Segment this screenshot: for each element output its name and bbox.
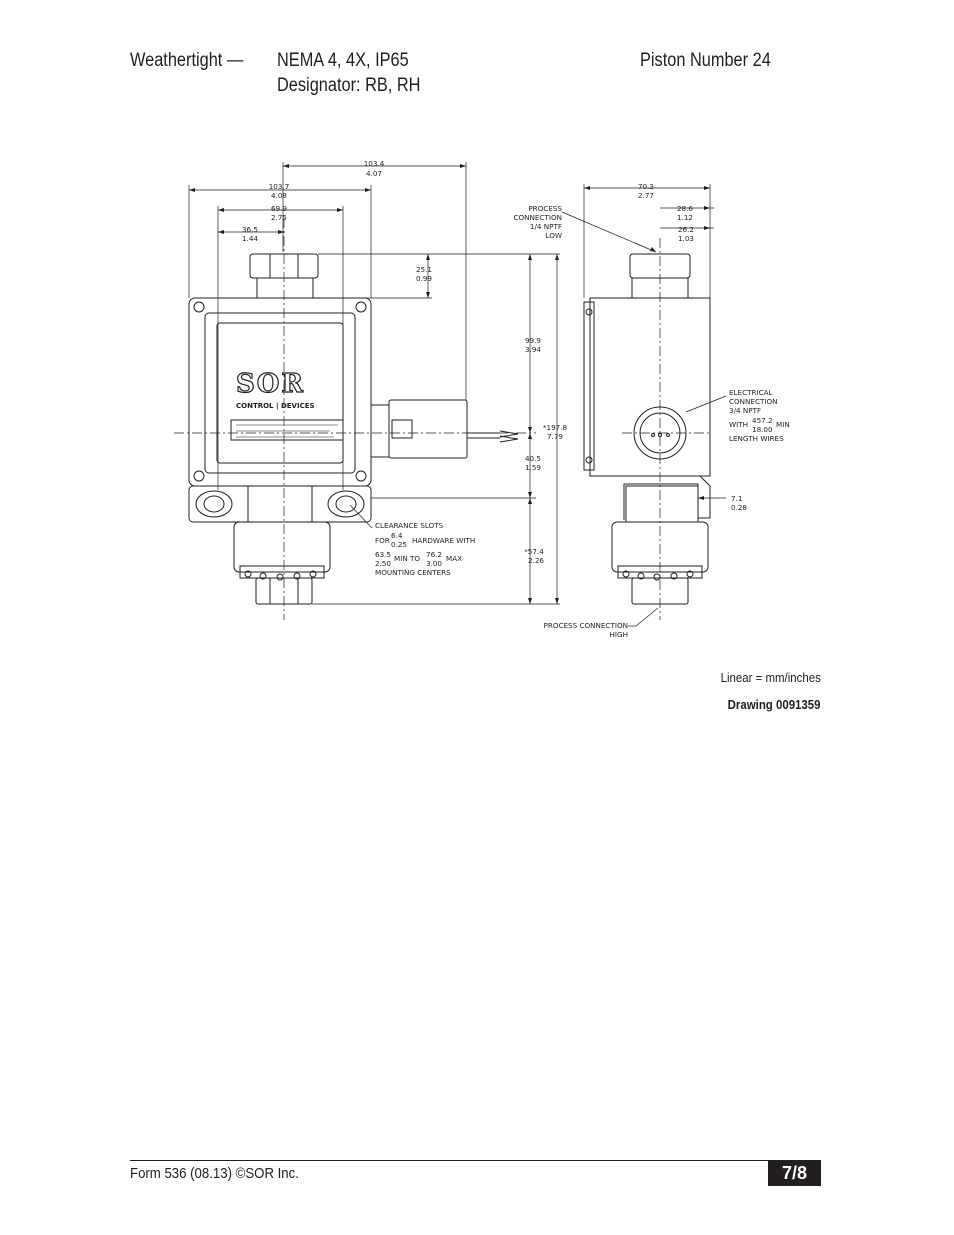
dim-103-7-in: 4.08 — [271, 191, 287, 200]
enclosure-side — [589, 297, 711, 477]
dim-36-5-mm: 36.5 — [242, 225, 258, 234]
clearance-0-25: 0.25 — [391, 540, 407, 549]
header-title-left: Weathertight — — [130, 50, 244, 71]
dim-69-9-in: 2.75 — [271, 213, 287, 222]
dim-70-3-in: 2.77 — [638, 191, 654, 200]
process-low-2: CONNECTION — [513, 213, 562, 222]
sor-logo: SOR — [236, 369, 305, 399]
dim-103-4-mm: 103.4 — [364, 159, 385, 168]
dim-57-4-mm: *57.4 — [524, 547, 544, 556]
dim-26-2-in: 1.03 — [678, 234, 694, 243]
clearance-min-to: MIN TO — [394, 554, 420, 563]
electrical-1: ELECTRICAL — [729, 388, 773, 397]
dim-70-3-mm: 70.3 — [638, 182, 654, 191]
dim-40-5-mm: 40.5 — [525, 454, 541, 463]
dim-197-8-in: 7.79 — [547, 432, 563, 441]
dim-57-4-in: 2.26 — [528, 556, 544, 565]
dim-99-9-in: 3.94 — [525, 345, 541, 354]
process-low-4: LOW — [545, 231, 562, 240]
clearance-3-00: 3.00 — [426, 559, 442, 568]
process-high-2: HIGH — [610, 630, 629, 639]
dim-69-9-mm: 69.9 — [271, 204, 287, 213]
clearance-mounting: MOUNTING CENTERS — [375, 568, 451, 577]
sor-logo-subtitle: CONTROL | DEVICES — [236, 402, 315, 411]
process-low-3: 1/4 NPTF — [530, 222, 562, 231]
electrical-457-in: 18.00 — [752, 425, 773, 434]
header-title-nema: NEMA 4, 4X, IP65 — [277, 50, 409, 71]
dim-99-9-mm: 99.9 — [525, 336, 541, 345]
dim-26-2-mm: 26.2 — [678, 225, 694, 234]
electrical-with: WITH — [729, 420, 748, 429]
dim-7-1-in: 0.28 — [731, 503, 747, 512]
dim-36-5-in: 1.44 — [242, 234, 258, 243]
electrical-2: CONNECTION — [729, 397, 778, 406]
header-title-piston: Piston Number 24 — [640, 50, 771, 71]
dim-25-1-in: 0.99 — [416, 274, 432, 283]
footer-form: Form 536 (08.13) ©SOR Inc. — [130, 1165, 299, 1182]
dim-197-8-mm: *197.8 — [543, 423, 568, 432]
process-low-1: PROCESS — [528, 204, 562, 213]
page-number: 7/8 — [768, 1160, 821, 1186]
electrical-length: LENGTH WIRES — [729, 434, 784, 443]
dim-28-6-in: 1.12 — [677, 213, 693, 222]
clearance-note-line1: CLEARANCE SLOTS — [375, 521, 444, 530]
process-high-1: PROCESS CONNECTION — [544, 621, 629, 630]
clearance-2-50: 2.50 — [375, 559, 391, 568]
dim-103-4-in: 4.07 — [366, 169, 382, 178]
clearance-63-5: 63.5 — [375, 550, 391, 559]
electrical-3: 3/4 NPTF — [729, 406, 761, 415]
clearance-76-2: 76.2 — [426, 550, 442, 559]
drawing-number: Drawing 0091359 — [728, 697, 821, 712]
dim-40-5-in: 1.59 — [525, 463, 541, 472]
dimension-drawing: SOR CONTROL | DEVICES — [174, 159, 790, 639]
footer-rule — [130, 1160, 821, 1161]
electrical-min: MIN — [776, 420, 790, 429]
dim-103-7-mm: 103.7 — [269, 182, 290, 191]
dim-7-1-mm: 7.1 — [731, 494, 742, 503]
clearance-hardware: HARDWARE WITH — [412, 536, 475, 545]
clearance-max: MAX — [446, 554, 462, 563]
units-note: Linear = mm/inches — [720, 670, 821, 685]
clearance-6-4: 6.4 — [391, 531, 403, 540]
dim-28-6-mm: 28.6 — [677, 204, 693, 213]
header-title-designator: Designator: RB, RH — [277, 75, 421, 96]
clearance-for: FOR — [375, 536, 390, 545]
dim-25-1-mm: 25.1 — [416, 265, 432, 274]
electrical-457-mm: 457.2 — [752, 416, 773, 425]
